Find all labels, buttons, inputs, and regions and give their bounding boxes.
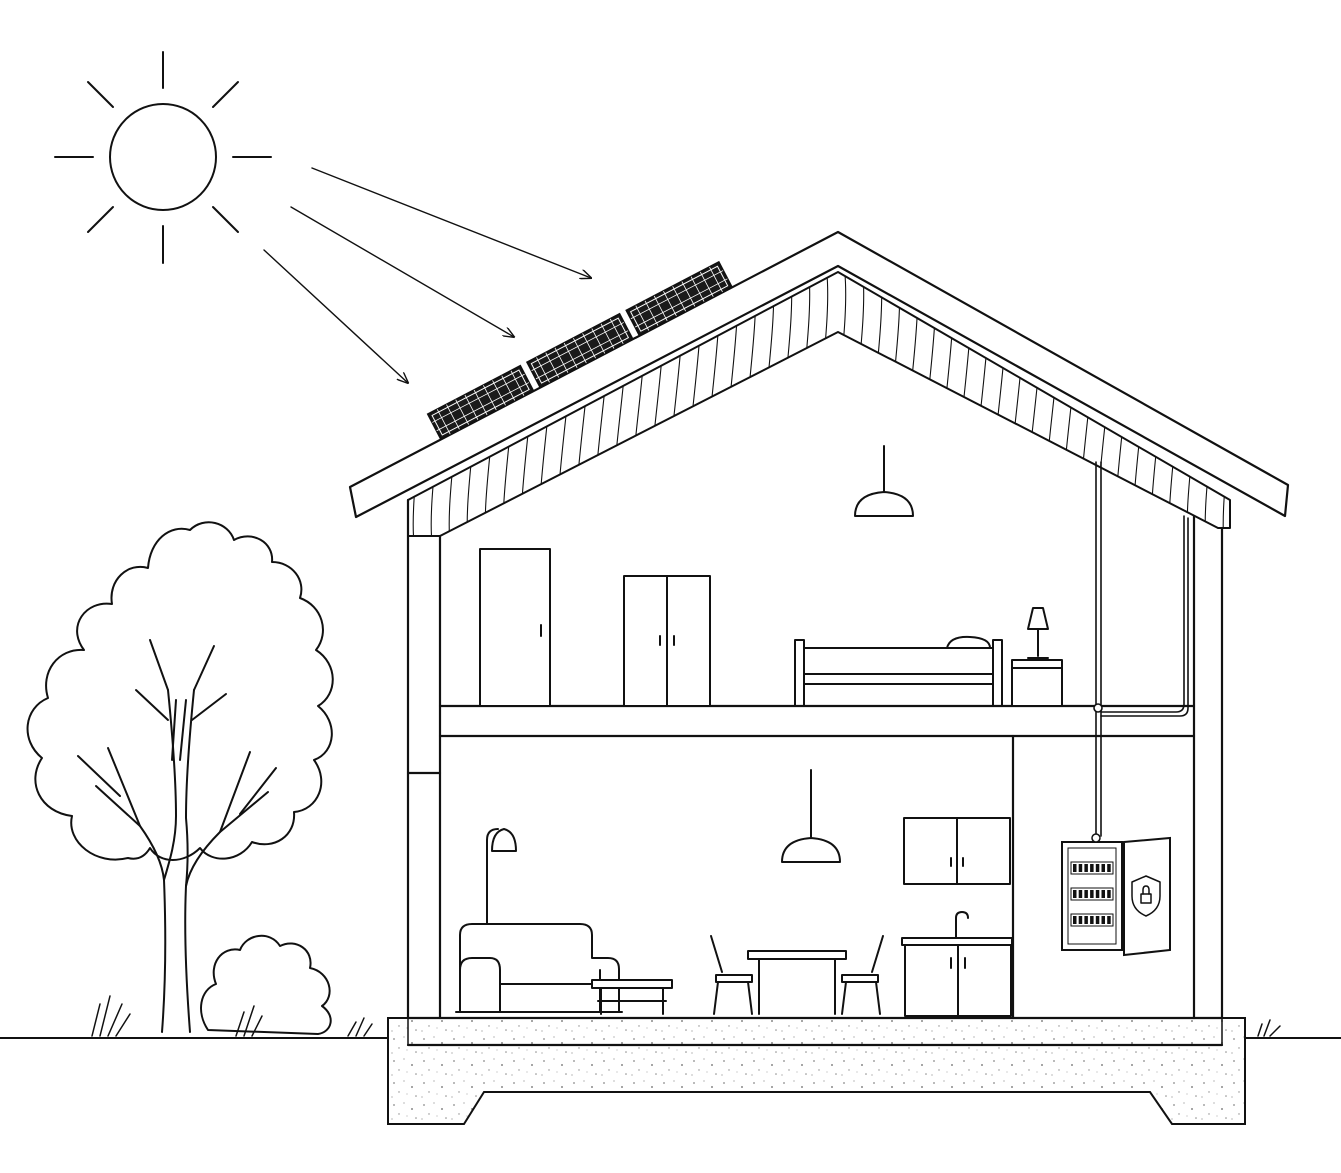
wardrobe: [623, 575, 711, 707]
kitchen-faucet-icon: [949, 911, 969, 939]
bedroom-door: [479, 548, 551, 707]
breaker-row: [1070, 861, 1114, 875]
coffee-table: [591, 979, 673, 1015]
kitchen-counter: [901, 937, 1013, 1017]
electrical-wiring: [1093, 461, 1189, 837]
table-lamp: [1027, 607, 1049, 659]
dining-chair: [841, 935, 884, 1015]
solar-panels: [426, 260, 734, 441]
solar-panel: [426, 364, 535, 441]
sofa: [455, 923, 623, 1013]
sunlight-arrow: [290, 206, 514, 337]
kitchen-wall-cabinet: [903, 817, 1011, 885]
bed: [794, 635, 1003, 707]
breaker-row: [1070, 887, 1114, 901]
ceiling-lamp-upper: [854, 445, 914, 517]
sunlight-arrows: [263, 167, 591, 383]
foundation: [387, 1017, 1246, 1125]
solar-panel: [625, 260, 734, 337]
ceiling-lamp-lower: [781, 769, 841, 863]
shrub: [200, 935, 332, 1035]
dining-chair: [710, 935, 753, 1015]
breaker-row: [1070, 913, 1114, 927]
nightstand: [1011, 659, 1063, 707]
shield-lock-icon: [1131, 875, 1161, 917]
electrical-panel: [1061, 833, 1171, 957]
dining-table: [747, 950, 847, 1015]
grass: [91, 995, 1281, 1037]
sunlight-arrow: [263, 249, 408, 383]
solar-panel: [525, 312, 634, 389]
house-structure: [406, 498, 1224, 1047]
tree: [26, 521, 334, 1033]
sunlight-arrow: [311, 167, 591, 278]
floor-lamp: [486, 828, 517, 1013]
sun-icon: [54, 51, 272, 264]
breaker-rows: [1070, 861, 1114, 927]
